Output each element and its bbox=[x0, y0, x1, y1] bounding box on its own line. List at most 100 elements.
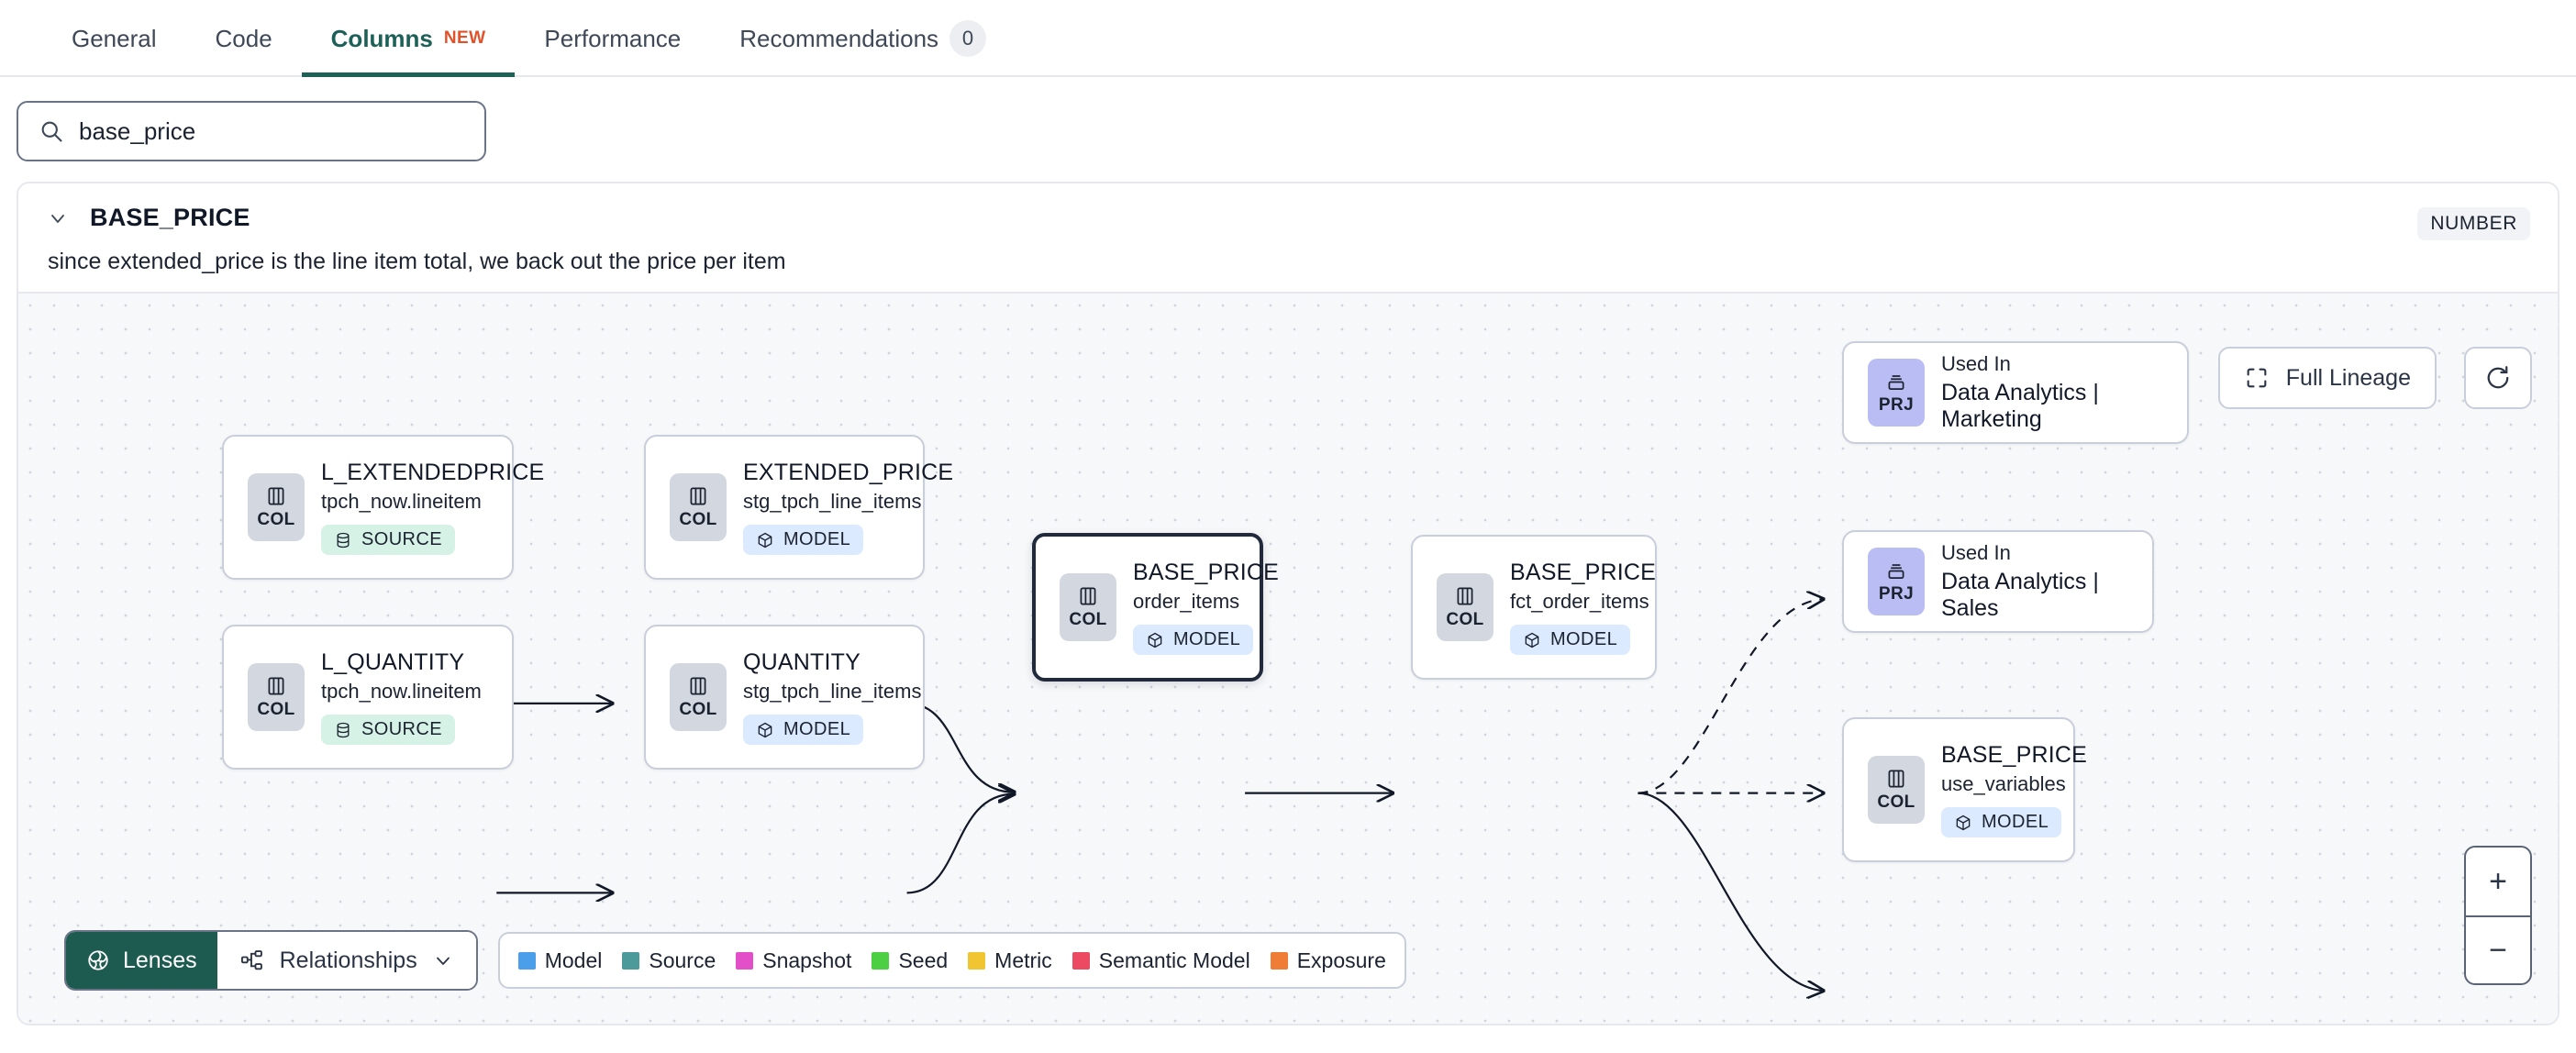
legend-item-semantic-model: Semantic Model bbox=[1071, 948, 1250, 973]
search-value: base_price bbox=[79, 116, 196, 145]
node-name: BASE_PRICE bbox=[1941, 742, 2088, 768]
node-type-tag: SOURCE bbox=[321, 715, 455, 745]
tab-bar: General Code Columns NEW Performance Rec… bbox=[0, 0, 2576, 77]
search-section: base_price bbox=[0, 77, 2576, 182]
tab-code[interactable]: Code bbox=[186, 0, 302, 77]
lineage-node-l-extendedprice[interactable]: COL L_EXTENDEDPRICE tpch_now.lineitem SO… bbox=[222, 435, 544, 580]
tab-new-badge: NEW bbox=[443, 28, 486, 48]
node-type-tag-label: MODEL bbox=[1982, 812, 2049, 832]
lenses-button[interactable]: Lenses bbox=[66, 932, 217, 989]
legend-swatch bbox=[1071, 951, 1090, 970]
legend-swatch bbox=[1270, 951, 1288, 970]
column-description: since extended_price is the line item to… bbox=[48, 249, 786, 274]
column-icon: COL bbox=[670, 663, 727, 731]
node-kind-label: COL bbox=[679, 700, 717, 719]
status-badge: NUMBER bbox=[2417, 207, 2530, 240]
legend-label: Semantic Model bbox=[1098, 948, 1250, 972]
lineage-node-quantity[interactable]: COL QUANTITY stg_tpch_line_items MODEL bbox=[644, 625, 925, 770]
node-subtitle: tpch_now.lineitem bbox=[321, 490, 482, 513]
node-name: BASE_PRICE bbox=[1510, 560, 1657, 585]
column-header: BASE_PRICE NUMBER since extended_price i… bbox=[18, 183, 2558, 292]
node-usedin-label: Used In bbox=[1941, 352, 2011, 375]
refresh-button[interactable] bbox=[2464, 347, 2532, 409]
legend-label: Snapshot bbox=[762, 948, 852, 972]
node-kind-label: COL bbox=[257, 700, 295, 719]
node-name: QUANTITY bbox=[743, 649, 861, 675]
node-name: BASE_PRICE bbox=[1133, 560, 1280, 585]
tab-performance[interactable]: Performance bbox=[515, 0, 710, 77]
cube-icon bbox=[756, 721, 774, 739]
node-type-tag-label: MODEL bbox=[783, 719, 851, 739]
zoom-controls: + − bbox=[2464, 846, 2532, 985]
lineage-node-base-price-fct-order-items[interactable]: COL BASE_PRICE fct_order_items MODEL bbox=[1411, 535, 1657, 680]
node-type-tag-label: MODEL bbox=[1173, 629, 1241, 649]
legend-item-model: Model bbox=[517, 948, 603, 973]
node-type-tag-label: MODEL bbox=[1550, 629, 1618, 649]
column-icon: COL bbox=[1868, 756, 1925, 824]
node-subtitle: stg_tpch_line_items bbox=[743, 680, 922, 703]
node-kind-label: PRJ bbox=[1878, 395, 1915, 415]
node-kind-label: COL bbox=[1446, 610, 1484, 629]
tab-label: Columns bbox=[330, 24, 433, 52]
aperture-icon bbox=[86, 948, 110, 972]
database-icon bbox=[334, 721, 352, 739]
tab-columns[interactable]: Columns NEW bbox=[301, 0, 516, 77]
legend-swatch bbox=[622, 951, 640, 970]
node-type-tag-label: SOURCE bbox=[361, 529, 442, 549]
legend-swatch bbox=[517, 951, 536, 970]
lineage-canvas[interactable]: COL L_EXTENDEDPRICE tpch_now.lineitem SO… bbox=[18, 292, 2558, 1024]
project-icon: PRJ bbox=[1868, 548, 1925, 615]
full-lineage-label: Full Lineage bbox=[2285, 364, 2411, 391]
lineage-node-extended-price[interactable]: COL EXTENDED_PRICE stg_tpch_line_items M… bbox=[644, 435, 953, 580]
legend-label: Seed bbox=[898, 948, 949, 972]
legend-swatch bbox=[872, 951, 890, 970]
node-type-tag-label: MODEL bbox=[783, 529, 851, 549]
lineage-node-base-price-order-items[interactable]: COL BASE_PRICE order_items MODEL bbox=[1032, 533, 1279, 682]
lineage-node-l-quantity[interactable]: COL L_QUANTITY tpch_now.lineitem SOURCE bbox=[222, 625, 514, 770]
tab-recommendations[interactable]: Recommendations 0 bbox=[710, 0, 1016, 77]
lineage-node-project-sales[interactable]: PRJ Used In Data Analytics | Sales bbox=[1842, 530, 2154, 633]
cube-icon bbox=[756, 531, 774, 549]
zoom-in-button[interactable]: + bbox=[2489, 863, 2507, 899]
node-type-tag: MODEL bbox=[1941, 807, 2062, 837]
node-type-tag: MODEL bbox=[743, 715, 864, 745]
lineage-edges bbox=[496, 294, 2558, 1024]
legend-item-seed: Seed bbox=[872, 948, 948, 973]
page-title: BASE_PRICE bbox=[90, 204, 250, 231]
tab-label: General bbox=[72, 24, 157, 52]
node-name: EXTENDED_PRICE bbox=[743, 460, 954, 485]
column-detail-panel: BASE_PRICE NUMBER since extended_price i… bbox=[17, 182, 2559, 1025]
node-kind-label: COL bbox=[679, 510, 717, 529]
cube-icon bbox=[1523, 631, 1541, 649]
lineage-node-project-marketing[interactable]: PRJ Used In Data Analytics | Marketing bbox=[1842, 341, 2189, 444]
legend-label: Model bbox=[544, 948, 603, 972]
lenses-relationships-group: Lenses Relationships bbox=[64, 930, 478, 991]
node-kind-label: COL bbox=[257, 510, 295, 529]
legend-item-exposure: Exposure bbox=[1270, 948, 1386, 973]
chevron-down-icon bbox=[432, 949, 454, 971]
node-subtitle: stg_tpch_line_items bbox=[743, 490, 922, 513]
node-subtitle: order_items bbox=[1133, 590, 1240, 613]
tab-general[interactable]: General bbox=[42, 0, 186, 77]
node-project-name: Data Analytics | Sales bbox=[1941, 569, 2099, 621]
full-lineage-button[interactable]: Full Lineage bbox=[2217, 347, 2437, 409]
node-kind-label: COL bbox=[1069, 610, 1107, 629]
column-icon: COL bbox=[248, 473, 305, 541]
node-type-tag: MODEL bbox=[1510, 625, 1631, 655]
database-icon bbox=[334, 531, 352, 549]
zoom-out-button[interactable]: − bbox=[2466, 915, 2530, 983]
node-type-tag-label: SOURCE bbox=[361, 719, 442, 739]
node-usedin-label: Used In bbox=[1941, 541, 2011, 564]
lineage-node-base-price-use-variables[interactable]: COL BASE_PRICE use_variables MODEL bbox=[1842, 717, 2087, 862]
chevron-down-icon[interactable] bbox=[46, 206, 70, 230]
node-type-tag: SOURCE bbox=[321, 525, 455, 555]
legend-label: Exposure bbox=[1296, 948, 1386, 972]
cube-icon bbox=[1954, 814, 1972, 832]
tab-label: Performance bbox=[544, 24, 682, 52]
lenses-label: Lenses bbox=[123, 947, 197, 973]
node-subtitle: use_variables bbox=[1941, 772, 2066, 795]
search-input[interactable]: base_price bbox=[17, 101, 486, 161]
column-icon: COL bbox=[248, 663, 305, 731]
relationships-dropdown[interactable]: Relationships bbox=[217, 932, 476, 989]
legend-label: Metric bbox=[994, 948, 1052, 972]
